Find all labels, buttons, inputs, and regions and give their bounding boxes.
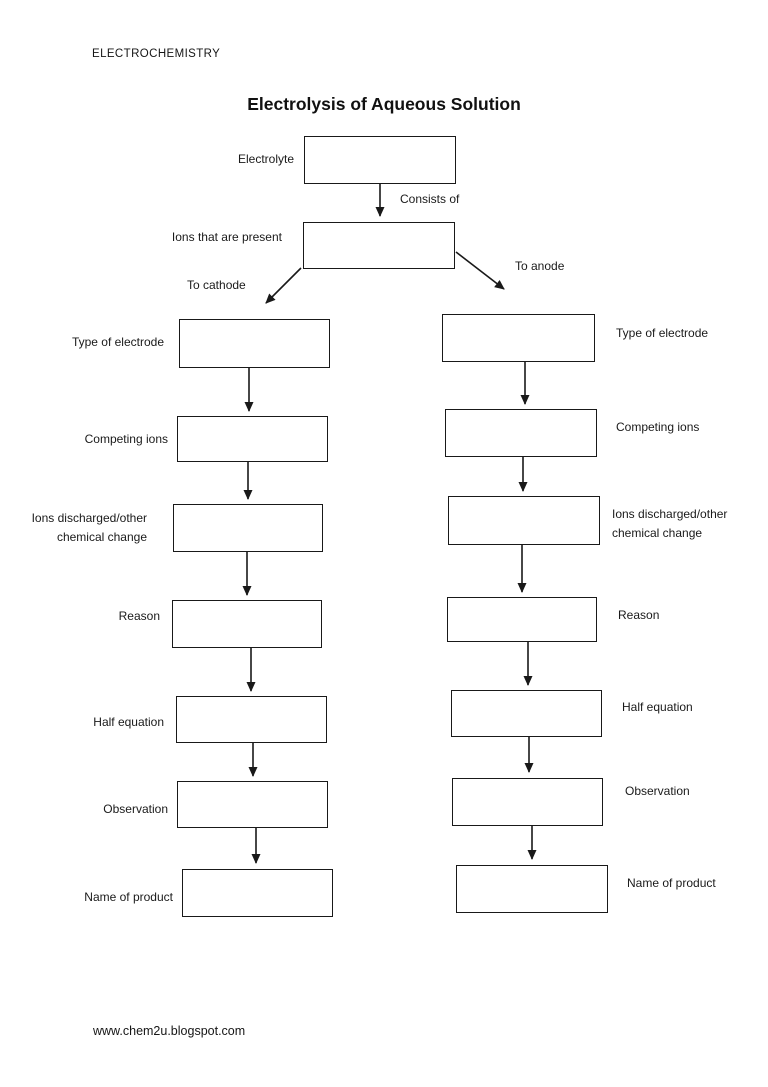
consists-of-label: Consists of	[400, 192, 460, 206]
cathode-type-of-electrode-box	[179, 319, 330, 368]
anode-reason-label: Reason	[618, 608, 660, 622]
cathode-competing-ions-label: Competing ions	[84, 432, 168, 446]
electrolyte-box	[304, 136, 456, 184]
anode-name-of-product-box	[456, 865, 608, 913]
anode-half-equation-box	[451, 690, 602, 737]
cathode-ions-discharged-line2: chemical change	[56, 530, 147, 544]
cathode-competing-ions-box	[177, 416, 328, 462]
cathode-observation-label: Observation	[103, 802, 168, 816]
anode-observation-box	[452, 778, 603, 826]
cathode-name-of-product-label: Name of product	[84, 890, 173, 904]
cathode-ions-discharged-box	[173, 504, 323, 552]
cathode-name-of-product-box	[182, 869, 333, 917]
footer-url: www.chem2u.blogspot.com	[93, 1024, 246, 1038]
cathode-ions-discharged-label: Ions discharged/other chemical change	[32, 509, 147, 547]
anode-competing-ions-box	[445, 409, 597, 457]
arrow-to-anode	[455, 251, 505, 290]
anode-ions-discharged-label: Ions discharged/other chemical change	[612, 505, 727, 543]
page-title: Electrolysis of Aqueous Solution	[247, 94, 521, 114]
cathode-reason-label: Reason	[118, 609, 160, 623]
anode-competing-ions-label: Competing ions	[616, 420, 700, 434]
anode-name-of-product-label: Name of product	[627, 876, 716, 890]
anode-type-of-electrode-label: Type of electrode	[616, 326, 709, 340]
anode-ions-discharged-box	[448, 496, 600, 545]
cathode-reason-box	[172, 600, 322, 648]
anode-observation-label: Observation	[625, 784, 690, 798]
cathode-type-of-electrode-label: Type of electrode	[71, 335, 164, 349]
anode-type-of-electrode-box	[442, 314, 595, 362]
cathode-observation-box	[177, 781, 328, 828]
arrow-to-cathode	[265, 267, 302, 304]
page-header: ELECTROCHEMISTRY	[92, 48, 221, 60]
electrolyte-label: Electrolyte	[237, 152, 294, 166]
ions-present-label: Ions that are present	[171, 230, 282, 244]
to-cathode-label: To cathode	[187, 278, 246, 292]
ions-present-box	[303, 222, 455, 269]
anode-half-equation-label: Half equation	[622, 700, 693, 714]
anode-ions-discharged-line2: chemical change	[612, 526, 703, 540]
cathode-half-equation-box	[176, 696, 327, 743]
to-anode-label: To anode	[515, 259, 565, 273]
anode-reason-box	[447, 597, 597, 642]
anode-ions-discharged-line1: Ions discharged/other	[612, 507, 728, 521]
cathode-half-equation-label: Half equation	[93, 715, 164, 729]
cathode-ions-discharged-line1: Ions discharged/other	[31, 511, 147, 525]
